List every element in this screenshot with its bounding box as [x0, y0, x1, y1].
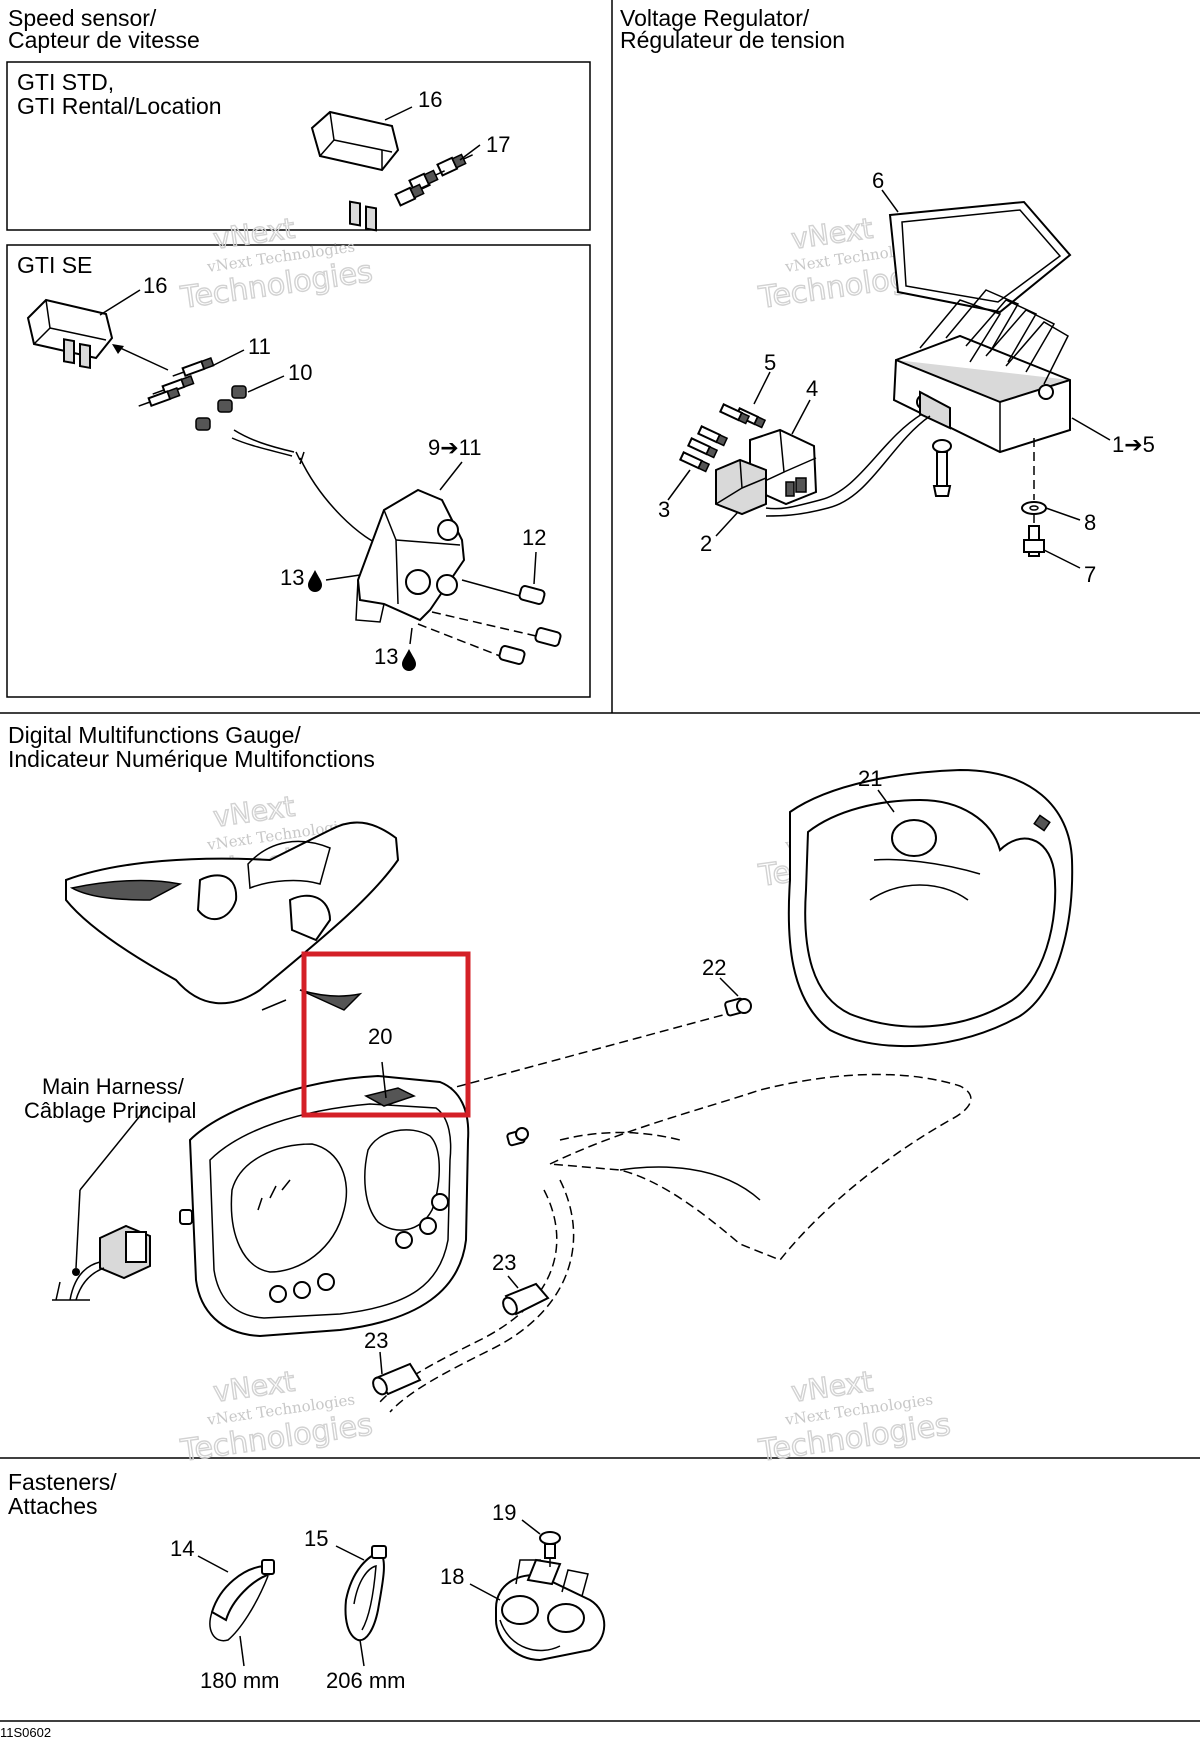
footer-code: 11S0602 — [0, 1725, 51, 1740]
gti-std-label-2: GTI Rental/Location — [17, 93, 222, 119]
se-connector-16 — [26, 298, 114, 370]
vr-gasket-6 — [888, 200, 1072, 314]
se-screw-12c — [417, 623, 526, 665]
callout-g-20: 20 — [368, 1024, 392, 1049]
gti-std-label-1: GTI STD, — [17, 69, 114, 95]
watermark-5: vNext Technologies vNext Technologies — [177, 1364, 375, 1470]
callout-f-18: 18 — [440, 1564, 464, 1589]
watermark-6: vNext Technologies vNext Technologies — [755, 1364, 953, 1470]
se-sensor-cable — [231, 429, 389, 549]
clamp-18 — [495, 1558, 606, 1662]
screw-19 — [539, 1531, 561, 1572]
vr-bolt-upper — [932, 439, 952, 497]
callout-se-11: 11 — [248, 334, 271, 359]
std-connector-16 — [310, 110, 400, 232]
gauge-top-cover — [65, 821, 400, 1011]
gauge-title-fr: Indicateur Numérique Multifonctions — [8, 746, 375, 772]
vr-washer-8 — [1021, 438, 1047, 515]
callout-vr-4: 4 — [806, 376, 818, 401]
callout-se-13a: 13 — [280, 565, 304, 590]
voltage-regulator-title-en: Voltage Regulator/ — [620, 5, 810, 31]
callout-se-10: 10 — [288, 360, 312, 385]
callout-vr-2: 2 — [700, 531, 712, 556]
callout-se-13b: 13 — [374, 644, 398, 669]
callout-vr-1-5: 1➔5 — [1112, 432, 1155, 457]
measure-180: 180 mm — [200, 1668, 279, 1693]
vr-screw-7 — [1023, 514, 1045, 557]
se-seals-10 — [195, 385, 247, 431]
panel-gti-std — [6, 61, 591, 231]
vr-terminals-3 — [678, 425, 729, 473]
callout-vr-8: 8 — [1084, 510, 1096, 535]
main-harness-connector — [52, 1224, 151, 1301]
se-speed-sensor-body — [355, 488, 466, 623]
gti-se-label: GTI SE — [17, 252, 92, 278]
callout-std-16: 16 — [418, 87, 442, 112]
gauge-small-screw — [506, 1127, 529, 1147]
watermark-1: vNext Technologies vNext Technologies — [177, 211, 375, 317]
callout-vr-3: 3 — [658, 497, 670, 522]
se-terminals-11 — [138, 357, 215, 408]
callout-g-23a: 23 — [492, 1250, 516, 1275]
panel-gti-se — [6, 244, 591, 698]
vr-wires — [765, 413, 931, 517]
callout-vr-7: 7 — [1084, 562, 1096, 587]
gauge-bezel-21 — [787, 768, 1074, 1048]
drop-icon-13b — [402, 649, 416, 671]
measure-206: 206 mm — [326, 1668, 405, 1693]
callout-g-21: 21 — [858, 766, 882, 791]
gauge-grommet-23a — [502, 1282, 550, 1316]
se-screw-12a — [461, 579, 546, 605]
callout-se-12: 12 — [522, 525, 546, 550]
harness-label-2: Câblage Principal — [24, 1098, 196, 1123]
vr-connector-2 — [715, 458, 767, 516]
callout-f-14: 14 — [170, 1536, 194, 1561]
fasteners-title-en: Fasteners/ — [8, 1469, 117, 1495]
speed-sensor-title-en: Speed sensor/ — [8, 5, 157, 31]
gauge-title-en: Digital Multifunctions Gauge/ — [8, 722, 301, 748]
callout-se-16: 16 — [143, 273, 167, 298]
gauge-screw-22 — [429, 997, 752, 1095]
vr-regulator-body — [892, 289, 1071, 454]
speed-sensor-title-fr: Capteur de vitesse — [8, 27, 200, 53]
callout-g-23b: 23 — [364, 1328, 388, 1353]
gauge-housing-20 — [179, 1074, 470, 1338]
voltage-regulator-title-fr: Régulateur de tension — [620, 27, 845, 53]
std-terminals-17 — [394, 153, 473, 207]
tie-15 — [344, 1545, 387, 1642]
tie-14 — [209, 1559, 275, 1642]
highlight-box-20 — [301, 951, 471, 1118]
callout-g-22: 22 — [702, 955, 726, 980]
callout-vr-6: 6 — [872, 168, 884, 193]
callout-vr-5: 5 — [764, 350, 776, 375]
harness-label-1: Main Harness/ — [42, 1074, 185, 1099]
callout-f-15: 15 — [304, 1526, 328, 1551]
gauge-grommet-23b — [372, 1362, 422, 1396]
fasteners-title-fr: Attaches — [8, 1493, 98, 1519]
drop-icon-13a — [308, 570, 322, 592]
vr-terminals-5 — [718, 403, 767, 429]
se-screw-12b — [431, 611, 562, 647]
callout-se-9-11: 9➔11 — [428, 435, 482, 460]
callout-std-17: 17 — [486, 132, 510, 157]
callout-f-19: 19 — [492, 1500, 516, 1525]
